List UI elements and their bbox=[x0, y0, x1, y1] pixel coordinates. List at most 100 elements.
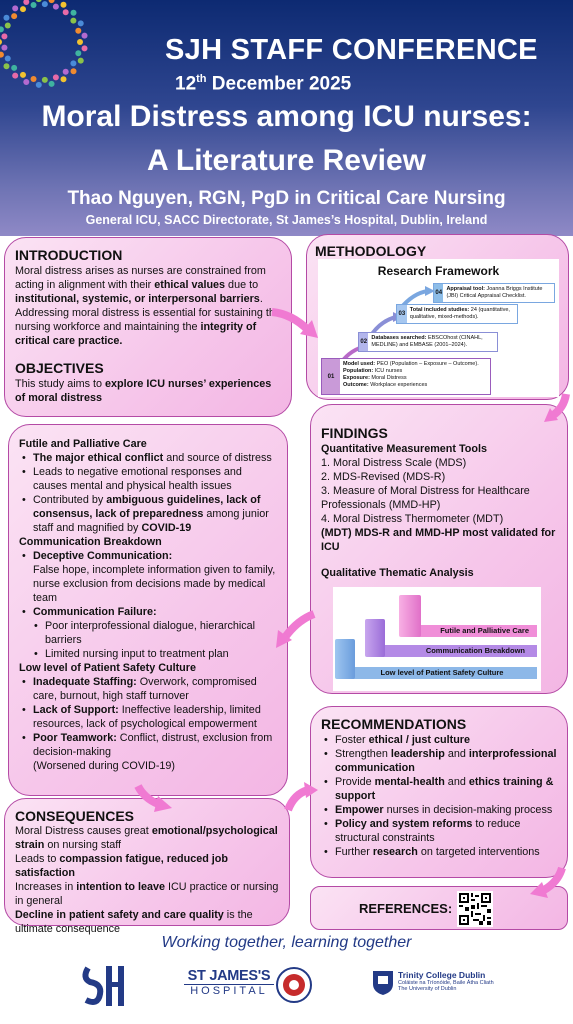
wreath-dot bbox=[77, 57, 84, 64]
framework-step-1: 01 Model used: PEO (Population – Exposur… bbox=[321, 358, 491, 395]
wreath-dot bbox=[35, 0, 42, 3]
futile-heading: Futile and Palliative Care bbox=[19, 438, 147, 450]
wreath-dot bbox=[75, 27, 82, 34]
arrow-methodology-to-findings-icon bbox=[544, 393, 570, 422]
qualitative-heading: Qualitative Thematic Analysis bbox=[321, 567, 474, 579]
list-item: Policy and system reforms to reduce stru… bbox=[321, 817, 557, 845]
wreath-dot bbox=[35, 81, 42, 88]
block-safety-icon bbox=[335, 639, 355, 679]
wreath-dot bbox=[81, 45, 88, 52]
step-number: 03 bbox=[397, 305, 407, 323]
recommendations-list: Foster ethical / just culture Strengthen… bbox=[321, 733, 557, 859]
wreath-dot bbox=[30, 1, 37, 8]
wreath-dot bbox=[77, 20, 84, 27]
list-item: Poor interprofessional dialogue, hierarc… bbox=[19, 619, 277, 647]
wreath-dot bbox=[11, 64, 18, 71]
bar-communication: Communication Breakdown bbox=[377, 645, 537, 657]
wreath-dot bbox=[1, 33, 8, 40]
wreath-dot bbox=[12, 5, 19, 12]
sjh-logo-icon bbox=[82, 966, 124, 1006]
bar-safety: Low level of Patient Safety Culture bbox=[347, 667, 537, 679]
tcd-crest-icon bbox=[373, 971, 393, 995]
list-item: Limited nursing input to treatment plan bbox=[19, 647, 277, 661]
conference-date: 12th December 2025 bbox=[175, 73, 352, 95]
communication-list: Deceptive Communication: bbox=[19, 549, 277, 563]
list-item: Leads to negative emotional responses an… bbox=[19, 465, 277, 493]
author: Thao Nguyen, RGN, PgD in Critical Care N… bbox=[67, 188, 506, 209]
communication-heading: Communication Breakdown bbox=[19, 536, 162, 548]
hospital-name-line1: ST JAMES'S bbox=[187, 968, 271, 984]
tools-list: 1. Moral Distress Scale (MDS) 2. MDS-Rev… bbox=[321, 456, 557, 526]
wreath-dot bbox=[23, 0, 30, 5]
arrow-themes-to-consequences-icon bbox=[134, 784, 172, 812]
wreath-dot bbox=[23, 79, 30, 86]
arrow-intro-to-methodology-icon bbox=[271, 308, 318, 338]
list-item: 1. Moral Distress Scale (MDS) bbox=[321, 457, 467, 469]
list-item: Lack of Support: Ineffective leadership,… bbox=[19, 703, 277, 731]
references-label: REFERENCES: bbox=[359, 901, 453, 916]
consequence-3: Increases in intention to leave ICU prac… bbox=[15, 881, 279, 907]
list-item: Empower nurses in decision-making proces… bbox=[321, 803, 557, 817]
recommendations-box: RECOMMENDATIONS Foster ethical / just cu… bbox=[310, 706, 568, 878]
wreath-dot bbox=[77, 39, 83, 45]
wreath-dot bbox=[41, 1, 48, 8]
wreath-dot bbox=[60, 1, 67, 8]
qr-code-icon[interactable] bbox=[457, 891, 493, 927]
list-item: Further research on targeted interventio… bbox=[321, 845, 557, 859]
safety-heading: Low level of Patient Safety Culture bbox=[19, 662, 196, 674]
wreath-dot bbox=[70, 60, 77, 67]
framework-step-3: 03 Total included studies: 24 (quantitat… bbox=[396, 304, 518, 324]
arrow-consequences-to-recommendations-icon bbox=[284, 782, 318, 812]
wreath-dot bbox=[62, 68, 69, 75]
arrow-findings-to-themes-icon bbox=[276, 610, 316, 648]
covid-note: (Worsened during COVID-19) bbox=[33, 760, 176, 772]
consequence-2: Leads to compassion fatigue, reduced job… bbox=[15, 853, 229, 879]
tcd-university: The University of Dublin bbox=[398, 986, 457, 992]
objectives-heading: OBJECTIVES bbox=[15, 360, 104, 376]
recommendations-heading: RECOMMENDATIONS bbox=[321, 716, 467, 732]
list-item: 4. Moral Distress Thermometer (MDT) bbox=[321, 513, 504, 525]
poster-title: Moral Distress among ICU nurses: A Liter… bbox=[41, 100, 532, 177]
wreath-dot bbox=[3, 14, 10, 21]
quantitative-heading: Quantitative Measurement Tools bbox=[321, 443, 487, 455]
research-framework-figure: Research Framework 01 Model used: PEO (P… bbox=[318, 259, 559, 397]
wreath-dot bbox=[81, 32, 88, 39]
wreath-dot bbox=[0, 26, 4, 33]
methodology-heading: METHODOLOGY bbox=[315, 243, 427, 259]
findings-heading: FINDINGS bbox=[321, 425, 388, 441]
futile-list: The major ethical conflict and source of… bbox=[19, 451, 277, 535]
list-item: Deceptive Communication: bbox=[19, 549, 277, 563]
wreath-dot bbox=[1, 44, 8, 51]
validated-note: (MDT) MDS-R and MMD-HP most validated fo… bbox=[321, 527, 556, 553]
wreath-dot bbox=[62, 9, 69, 16]
wreath-dot bbox=[48, 0, 55, 4]
introduction-text: Moral distress arises as nurses are cons… bbox=[15, 265, 281, 347]
block-communication-icon bbox=[365, 619, 385, 657]
consequences-heading: CONSEQUENCES bbox=[15, 808, 135, 824]
consequence-4: Decline in patient safety and care quali… bbox=[15, 909, 253, 935]
list-item: Contributed by ambiguous guidelines, lac… bbox=[19, 493, 277, 535]
hospital-name-line2: HOSPITAL bbox=[184, 984, 274, 997]
list-item: Foster ethical / just culture bbox=[321, 733, 557, 747]
tagline: Working together, learning together bbox=[161, 934, 412, 951]
wreath-dot bbox=[70, 9, 77, 16]
safety-list: Inadequate Staffing: Overwork, compromis… bbox=[19, 675, 277, 759]
wreath-dot bbox=[0, 39, 2, 45]
conference-logo-icon bbox=[0, 0, 88, 88]
wreath-dot bbox=[3, 63, 10, 70]
tcd-name: Trinity College Dublin bbox=[398, 970, 486, 980]
wreath-dot bbox=[4, 55, 11, 62]
hospital-crest-icon bbox=[276, 967, 312, 1003]
wreath-dot bbox=[52, 74, 59, 81]
list-item: Provide mental-health and ethics trainin… bbox=[321, 775, 557, 803]
findings-box: FINDINGS Quantitative Measurement Tools … bbox=[310, 404, 568, 694]
st-james-logo: ST JAMES'S HOSPITAL bbox=[184, 968, 274, 997]
wreath-dot bbox=[30, 76, 37, 83]
list-item: Communication Failure: bbox=[19, 605, 277, 619]
wreath-dot bbox=[4, 22, 11, 29]
tcd-irish-name: Coláiste na Tríonóide, Baile Átha Cliath bbox=[398, 980, 494, 986]
introduction-heading: INTRODUCTION bbox=[15, 247, 123, 263]
references-box: REFERENCES: bbox=[310, 886, 568, 930]
consequence-1: Moral Distress causes great emotional/ps… bbox=[15, 825, 278, 851]
themes-box: Futile and Palliative Care The major eth… bbox=[8, 424, 288, 796]
